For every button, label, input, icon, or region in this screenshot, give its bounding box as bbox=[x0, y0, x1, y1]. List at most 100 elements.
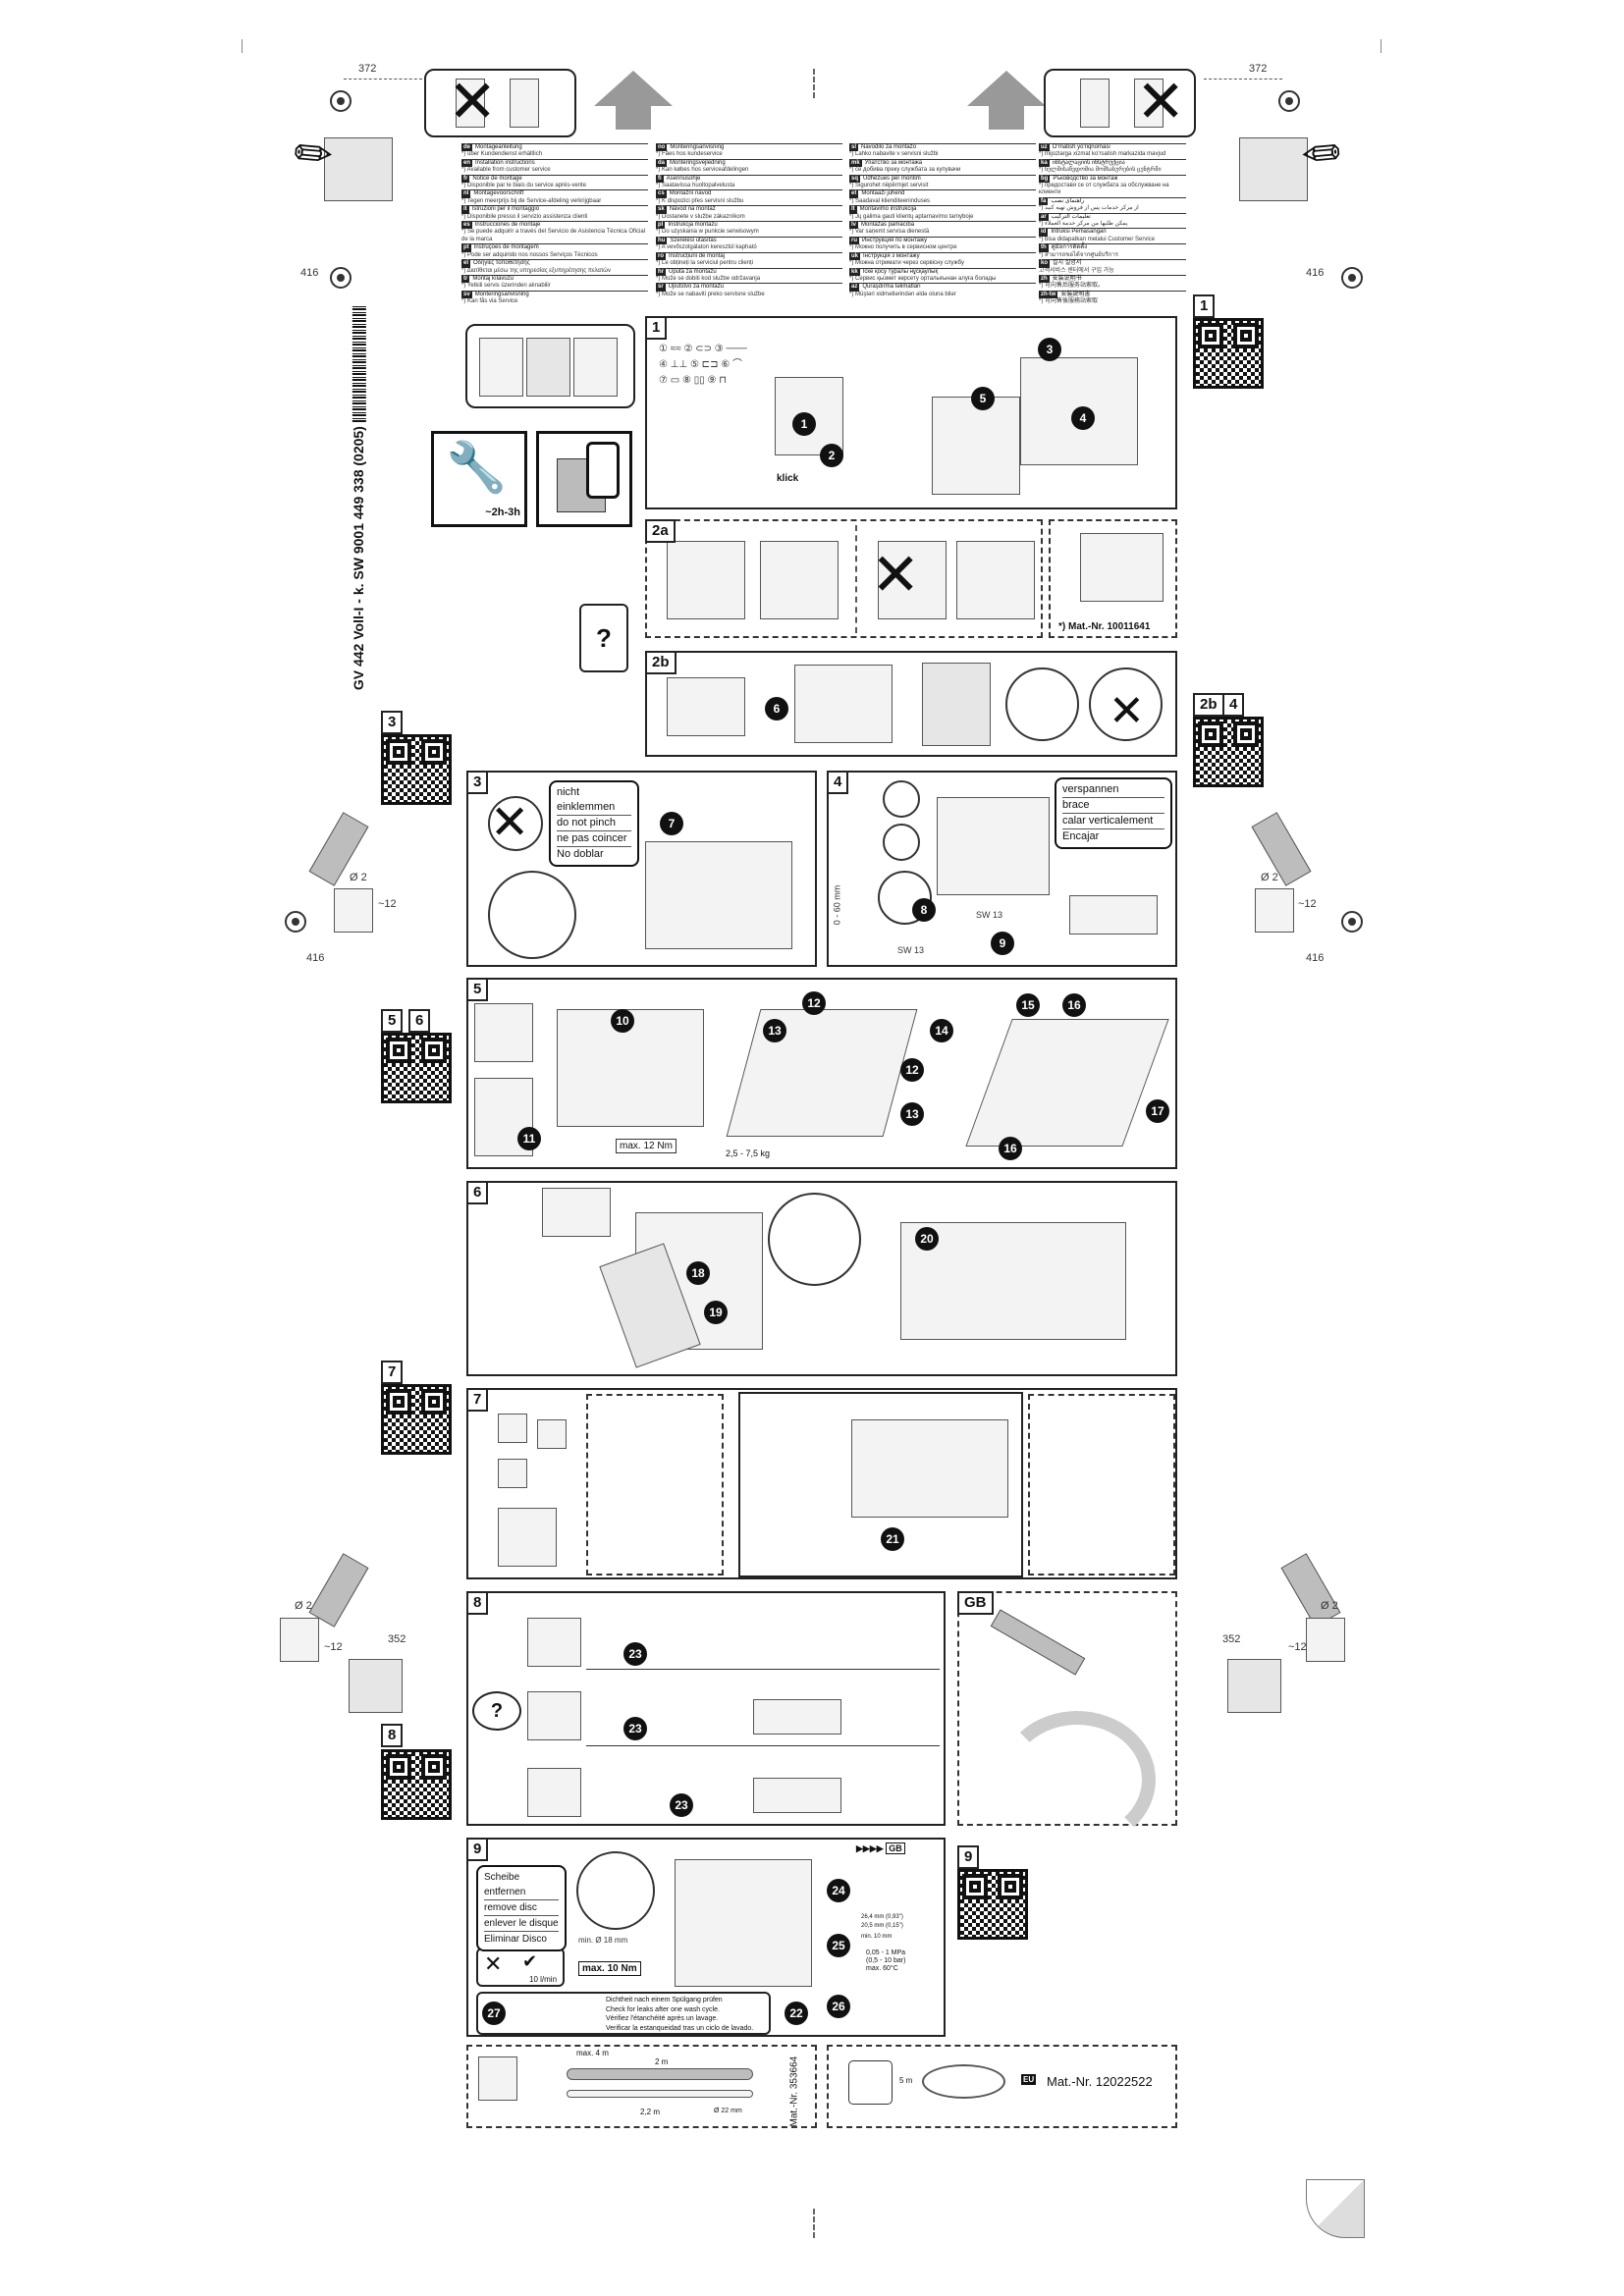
gb-reference: ▶▶▶▶ GB bbox=[856, 1842, 905, 1854]
step-marker: 12 bbox=[802, 991, 826, 1015]
language-title: Ръководство за монтаж bbox=[1053, 175, 1118, 182]
step-marker: 25 bbox=[827, 1934, 850, 1957]
illustration-label: ✔ bbox=[522, 1951, 538, 1971]
illustration-label bbox=[883, 780, 920, 818]
qr-code-step-1[interactable] bbox=[1193, 318, 1264, 389]
step-number-label: 3 bbox=[381, 711, 404, 734]
page-curl-icon bbox=[1306, 2179, 1365, 2238]
qr-code-step-8[interactable] bbox=[381, 1749, 452, 1820]
language-title: تعليمات التركيب bbox=[1051, 213, 1091, 220]
step-marker: 13 bbox=[763, 1019, 786, 1042]
illustration-element bbox=[498, 1459, 527, 1488]
illustration-label: SW 13 bbox=[897, 945, 925, 955]
illustration-element bbox=[456, 79, 485, 128]
illustration-label: 0 - 60 mm bbox=[832, 884, 842, 926]
qr-code-step-3[interactable] bbox=[381, 734, 452, 805]
language-code: nl bbox=[461, 190, 471, 198]
language-note: *) Le obțineți la serviciul pentru clien… bbox=[656, 260, 754, 267]
step-marker: 18 bbox=[686, 1261, 710, 1285]
illustration-label: do not pinch bbox=[557, 816, 631, 831]
step-marker: 17 bbox=[1146, 1099, 1169, 1123]
illustration-element bbox=[573, 338, 618, 397]
qr-code-step-2b-4[interactable] bbox=[1193, 717, 1264, 787]
language-title: 安裝說明書 bbox=[1060, 291, 1091, 297]
language-note: *) се добива преку службата за купувачи bbox=[849, 167, 961, 174]
step-marker: 24 bbox=[827, 1879, 850, 1902]
language-note: *) bisa didapatkan melalui Customer Serv… bbox=[1039, 236, 1156, 242]
illustration-element bbox=[542, 1188, 611, 1237]
step-number-label: 2a bbox=[645, 519, 676, 543]
language-note: *) Može se dobiti kod službe održavanja bbox=[656, 275, 761, 282]
illustration-element bbox=[527, 1618, 581, 1667]
qr-code-step-5-6[interactable] bbox=[381, 1033, 452, 1103]
qr-code-step-9[interactable] bbox=[957, 1869, 1028, 1940]
language-title: Udhëzues për montim bbox=[863, 175, 921, 182]
language-code: ru bbox=[849, 237, 859, 245]
language-note: *) Сервис қызмет көрсету орталығынан алу… bbox=[849, 275, 997, 282]
language-title: Инструкция по монтажу bbox=[862, 237, 928, 243]
language-title: Intruksi Pemasangan bbox=[1051, 229, 1107, 236]
illustration-element bbox=[479, 338, 523, 397]
socket-icon bbox=[848, 2060, 893, 2105]
language-note: *) Dostanete v službe zákazníkom bbox=[656, 213, 745, 220]
language-title: Notice de montage bbox=[472, 175, 522, 182]
language-note: *) Kan købes hos serviceafdelingen bbox=[656, 167, 749, 174]
illustration-label: GB bbox=[886, 1842, 905, 1854]
language-note: *) предоставя се от службата за обслужва… bbox=[1039, 183, 1169, 196]
illustration-element bbox=[645, 841, 792, 949]
language-code: ko bbox=[1039, 260, 1051, 268]
language-title: Montagevoorschrift bbox=[473, 190, 524, 197]
mounting-target-icon bbox=[285, 911, 306, 933]
illustration-label: max. 4 m bbox=[576, 2049, 609, 2057]
illustration-element bbox=[990, 1609, 1086, 1676]
illustration-element bbox=[586, 1394, 724, 1575]
drill-hole-sketch bbox=[1255, 888, 1294, 933]
illustration-label: SW 13 bbox=[976, 910, 1003, 920]
step-marker: 8 bbox=[912, 898, 936, 922]
illustration-element bbox=[851, 1419, 1008, 1518]
language-code: uk bbox=[849, 252, 861, 261]
illustration-label: Ø 2 bbox=[1261, 872, 1278, 883]
step-number-label: 6 bbox=[408, 1009, 431, 1033]
illustration-element bbox=[667, 677, 745, 736]
step-marker: 3 bbox=[1038, 338, 1061, 361]
step-marker: 19 bbox=[704, 1301, 728, 1324]
illustration-label: Eliminar Disco bbox=[484, 1934, 547, 1945]
language-note: 고객서비스 센터에서 구입 가능 bbox=[1039, 267, 1114, 274]
illustration-label: ~2h-3h bbox=[485, 507, 520, 518]
crop-mark bbox=[242, 39, 243, 53]
illustration-label: ~12 bbox=[324, 1641, 343, 1653]
language-code: es bbox=[461, 222, 472, 230]
language-code: sk bbox=[656, 206, 667, 214]
language-title: Asennusohje bbox=[666, 175, 701, 182]
language-code: kk bbox=[849, 268, 860, 276]
illustration-label: 352 bbox=[1222, 1633, 1241, 1645]
language-title: Szerelési utasítás bbox=[670, 237, 717, 243]
dishwasher-sketch bbox=[932, 397, 1020, 495]
language-note: *) Do uzyskania w punkcie serwisowym bbox=[656, 229, 759, 236]
qr-code-step-7[interactable] bbox=[381, 1384, 452, 1455]
language-code: sr bbox=[656, 284, 666, 292]
illustration-label: Ø 2 bbox=[350, 872, 367, 883]
illustration-label: 5 m bbox=[899, 2076, 913, 2085]
